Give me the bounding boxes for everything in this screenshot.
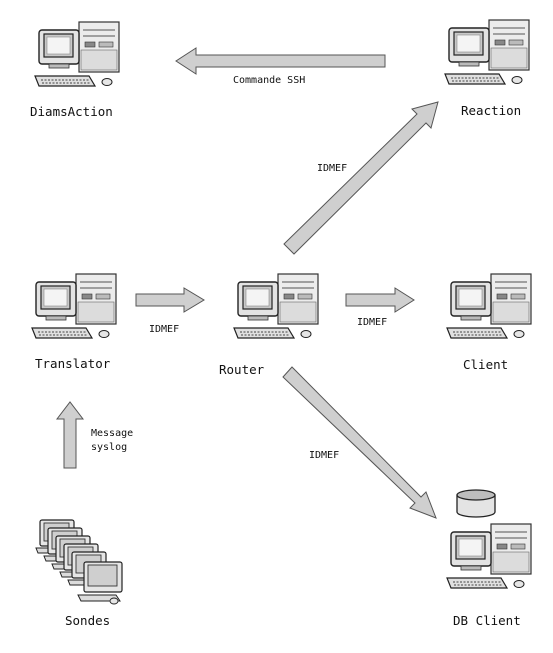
arrow-router-to-reaction (283, 101, 439, 255)
node-label-diamsaction: DiamsAction (30, 104, 113, 119)
arrow-reaction-to-diamsaction (175, 47, 386, 75)
translator-computer-icon (31, 273, 117, 339)
dbclient-computer-icon (446, 523, 532, 589)
node-label-translator: Translator (35, 356, 111, 371)
edge-label-syslog: syslog (91, 442, 128, 453)
edge-label-message: Message (91, 428, 134, 439)
node-label-db-client: DB Client (453, 613, 521, 628)
edge-label-commande-ssh: Commande SSH (233, 75, 306, 86)
arrow-router-to-dbclient (282, 366, 437, 519)
arrow-sondes-to-translator (55, 401, 85, 469)
node-label-reaction: Reaction (461, 103, 522, 118)
reaction-computer-icon (444, 19, 530, 85)
edge-label-translator-router: IDMEF (149, 324, 180, 335)
edge-label-router-dbclient: IDMEF (309, 450, 340, 461)
edge-label-router-client: IDMEF (357, 317, 388, 328)
router-computer-icon (233, 273, 319, 339)
sondes-computer-stack-icon (35, 519, 123, 605)
edge-label-router-reaction: IDMEF (317, 163, 348, 174)
database-cylinder-icon (456, 489, 496, 518)
diamsaction-computer-icon (34, 21, 120, 87)
arrow-translator-to-router (135, 287, 205, 313)
node-label-client: Client (463, 357, 509, 372)
client-computer-icon (446, 273, 532, 339)
arrow-router-to-client (345, 287, 415, 313)
node-label-sondes: Sondes (65, 613, 111, 628)
node-label-router: Router (219, 362, 265, 377)
